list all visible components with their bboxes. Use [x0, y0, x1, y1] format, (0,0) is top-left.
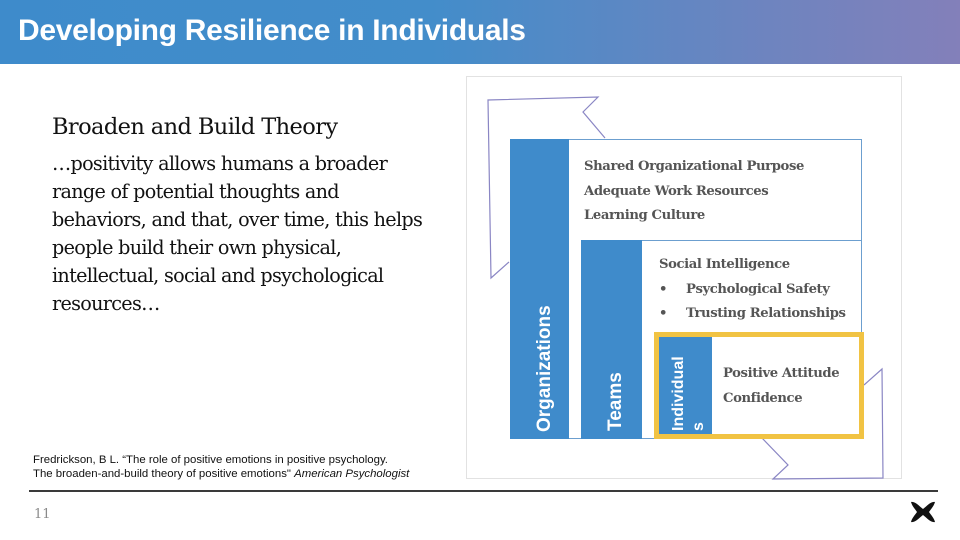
brand-logo-icon: [911, 501, 935, 523]
org-item: Learning Culture: [584, 208, 705, 223]
individuals-items: Positive Attitude Confidence: [723, 362, 840, 411]
page-number: 11: [34, 507, 51, 522]
individuals-bar: Individual s: [659, 337, 712, 434]
citation-line-1: Fredrickson, B L. “The role of positive …: [33, 454, 388, 466]
teams-heading: Social Intelligence: [659, 257, 790, 272]
org-item: Adequate Work Resources: [584, 183, 769, 199]
teams-items: Social Intelligence •Psychological Safet…: [659, 253, 846, 327]
ind-item: Confidence: [723, 390, 803, 406]
org-item: Shared Organizational Purpose: [584, 159, 804, 174]
footer-divider: [29, 490, 938, 492]
slide-title: Developing Resilience in Individuals: [18, 14, 526, 47]
teams-bullet: •Trusting Relationships: [659, 306, 846, 321]
citation-line-2: The broaden-and-build theory of positive…: [33, 468, 410, 480]
teams-bar: Teams: [581, 240, 642, 439]
organizations-label: Organizations: [534, 305, 555, 432]
individuals-label: Individual s: [670, 356, 707, 431]
citation-journal: American Psychologist: [294, 468, 410, 480]
teams-bullet: •Psychological Safety: [659, 281, 830, 297]
theory-body: …positivity allows humans a broader rang…: [52, 152, 423, 315]
theory-title: Broaden and Build Theory: [52, 114, 338, 140]
organizations-bar: Organizations: [510, 139, 569, 439]
teams-label: Teams: [605, 372, 626, 431]
ind-item: Positive Attitude: [723, 366, 840, 381]
slide-header: Developing Resilience in Individuals: [0, 0, 960, 64]
citation: Fredrickson, B L. “The role of positive …: [33, 453, 409, 481]
organizations-items: Shared Organizational Purpose Adequate W…: [584, 155, 804, 229]
